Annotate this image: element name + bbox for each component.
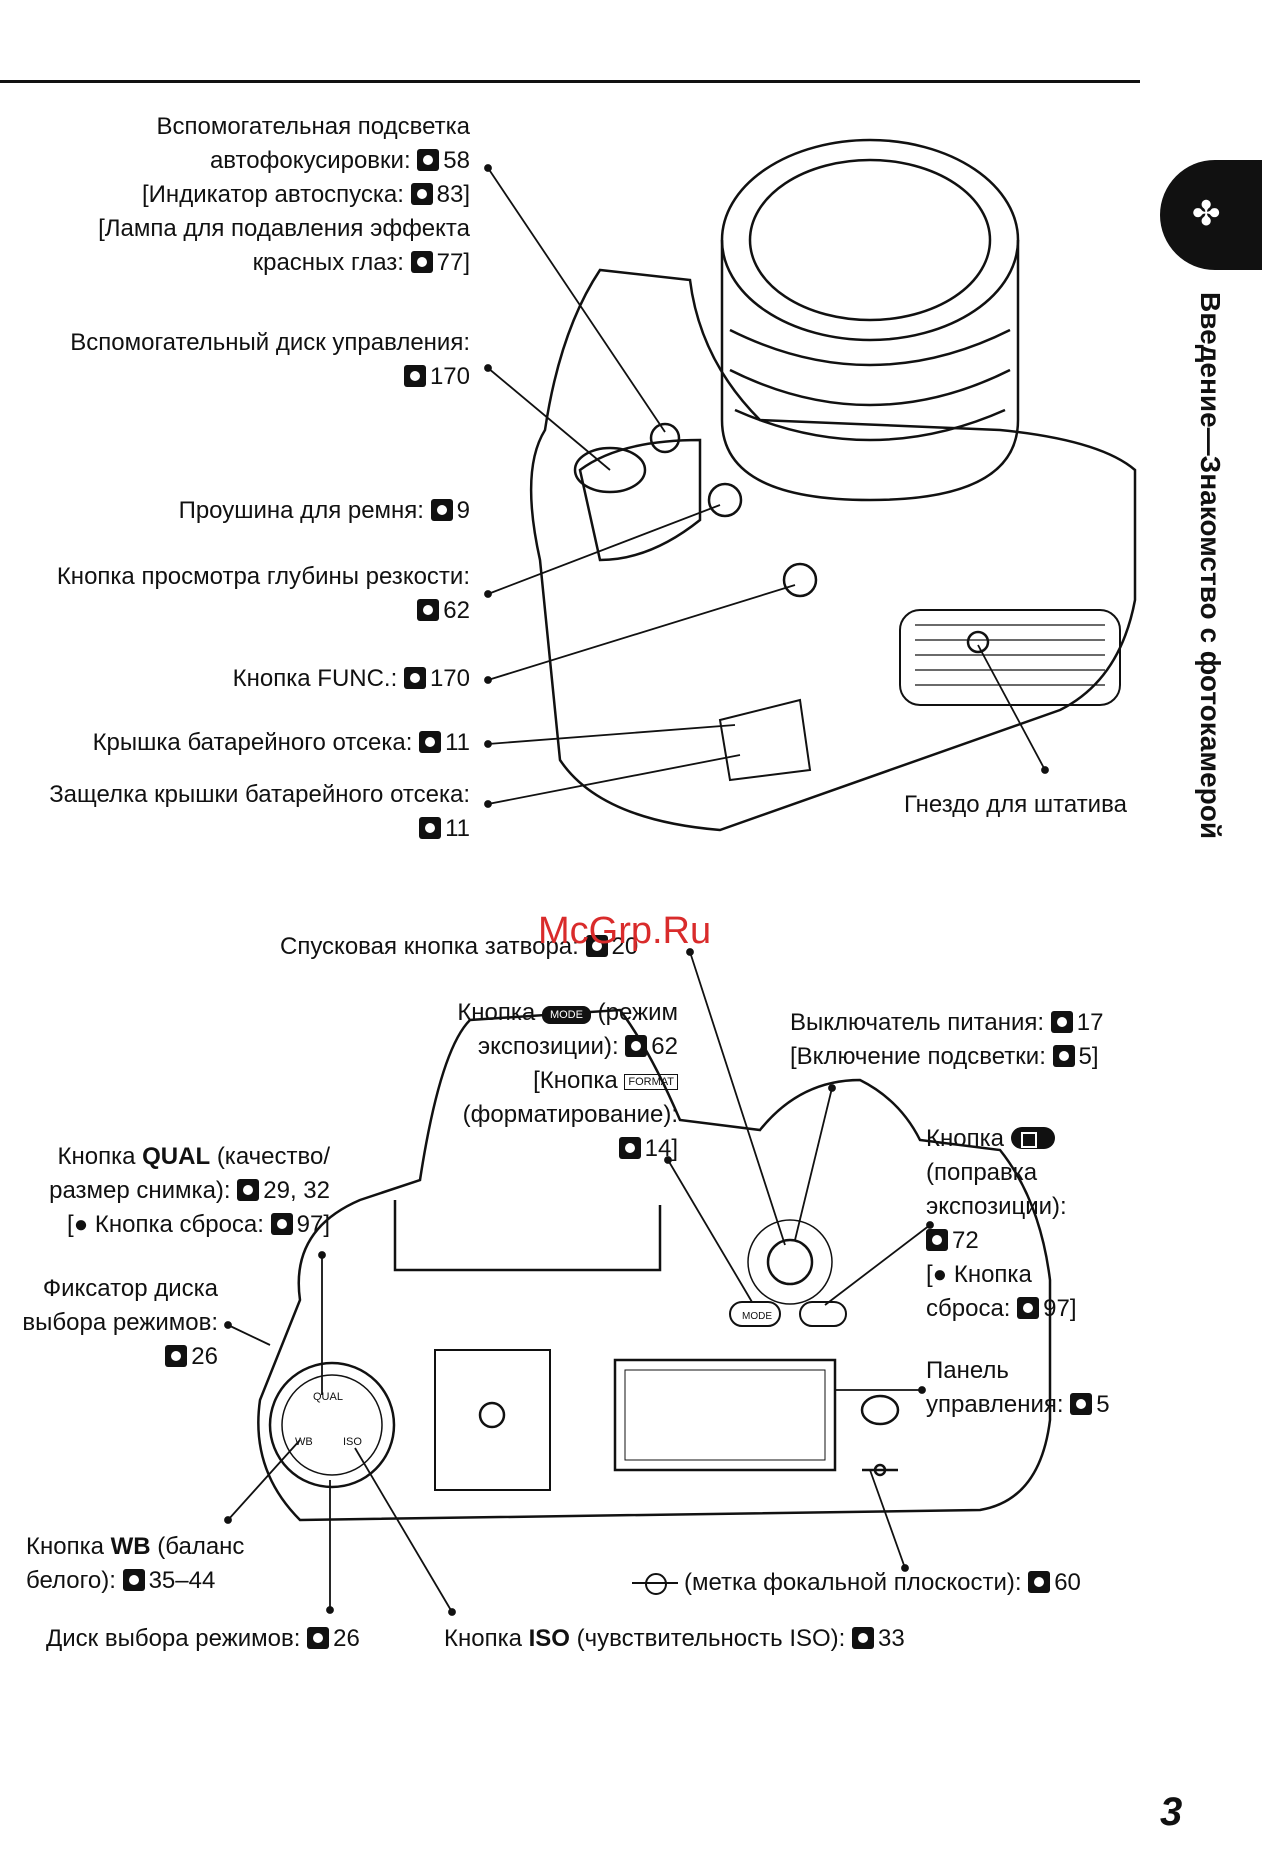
chapter-icon: ✤ [1192, 195, 1221, 233]
label-iso-button: Кнопка ISO (чувствительность ISO): 33 [444, 1625, 905, 1652]
label-battery-cover: Крышка батарейного отсека: 11 [92, 729, 470, 756]
page-ref-icon [852, 1627, 874, 1649]
chapter-title-vertical: Введение—Знакомство с фотокамерой [1195, 292, 1226, 840]
page-ref-icon [1028, 1571, 1051, 1593]
label-func-button: Кнопка FUNC.: 170 [232, 665, 470, 692]
leader-lines [224, 164, 1049, 1616]
label-focal-plane: (метка фокальной плоскости): 60 [632, 1566, 1081, 1600]
label-mode-button: Кнопка MODE (режим экспозиции): 62 [Кноп… [457, 999, 678, 1162]
label-qual-button: Кнопка QUAL (качество/ размер снимка): 2… [49, 1143, 330, 1238]
label-tripod-socket: Гнездо для штатива [904, 791, 1127, 818]
page-ref-icon [1070, 1393, 1093, 1415]
page-ref-icon [270, 1213, 293, 1235]
page-ref-icon [307, 1627, 330, 1649]
page-ref-icon [403, 667, 426, 689]
page-number: 3 [1160, 1790, 1183, 1834]
page-ref-icon [165, 1345, 188, 1367]
format-icon: FORMAT [624, 1074, 678, 1090]
page-ref-icon [410, 251, 433, 273]
page-ref-icon [419, 731, 442, 753]
label-mode-dial-lock: Фиксатор диска выбора режимов: 26 [22, 1275, 218, 1370]
page-ref-icon [417, 599, 440, 621]
page-ref-icon [419, 817, 442, 839]
page-ref-icon [926, 1229, 948, 1251]
label-af-assist: Вспомогательная подсветка автофокусировк… [98, 113, 470, 276]
camera-top-illustration: QUAL WB ISO MODE [257, 1008, 1052, 1522]
page-ref-icon [430, 499, 453, 521]
page-ref-icon [1050, 1011, 1073, 1033]
label-power-switch: Выключатель питания: 17 [Включение подсв… [790, 1009, 1104, 1070]
page-ref-icon [618, 1137, 641, 1159]
label-dof-preview: Кнопка просмотра глубины резкости: 62 [56, 563, 470, 624]
label-battery-latch: Защелка крышки батарейного отсека: 11 [49, 781, 470, 842]
label-mode-dial: Диск выбора режимов: 26 [46, 1625, 360, 1652]
label-control-panel: Панель управления: 5 [926, 1357, 1110, 1418]
page-ref-icon [1017, 1297, 1040, 1319]
page-ref-icon [585, 935, 608, 957]
chapter-tab [1160, 160, 1262, 270]
page-ref-icon [1052, 1045, 1075, 1067]
page-ref-icon [122, 1569, 145, 1591]
svg-text:QUAL: QUAL [313, 1391, 343, 1403]
label-shutter-release: Спусковая кнопка затвора: 20 [280, 933, 639, 960]
camera-front-illustration [529, 138, 1137, 832]
label-sub-dial: Вспомогательный диск управления: 170 [70, 329, 470, 390]
label-exposure-comp: Кнопка (поправка экспозиции): 72 [● Кноп… [926, 1125, 1077, 1322]
svg-text:MODE: MODE [742, 1311, 772, 1322]
header-rule [0, 80, 1140, 83]
page-ref-icon [403, 365, 426, 387]
exposure-comp-icon [1010, 1127, 1055, 1149]
label-strap-eyelet: Проушина для ремня: 9 [178, 497, 470, 524]
page-ref-icon [410, 183, 433, 205]
svg-text:WB: WB [295, 1436, 313, 1448]
mode-button-icon: MODE [541, 1006, 591, 1024]
svg-text:ISO: ISO [343, 1436, 362, 1448]
page-ref-icon [417, 149, 440, 171]
page-ref-icon [625, 1035, 648, 1057]
watermark: McGrp.Ru [538, 910, 712, 952]
page-ref-icon [237, 1179, 260, 1201]
focal-plane-mark-icon [632, 1572, 678, 1595]
label-wb-button: Кнопка WB (баланс белого): 35–44 [26, 1533, 245, 1594]
